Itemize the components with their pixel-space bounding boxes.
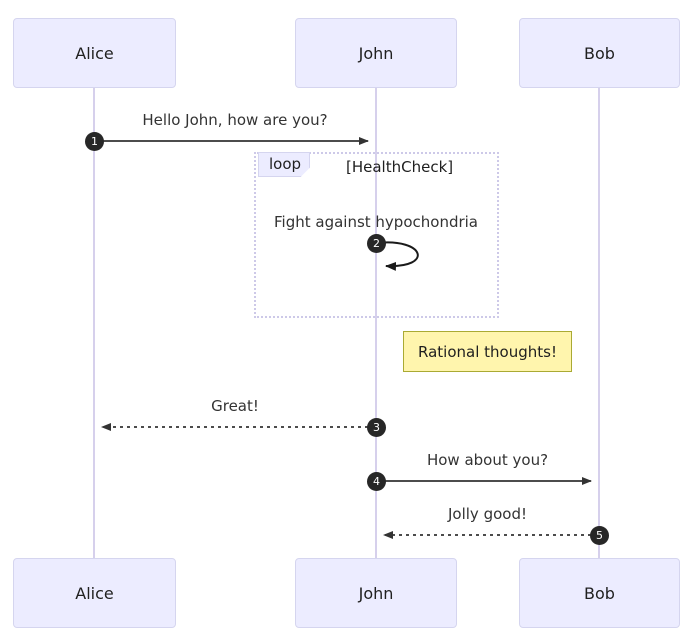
sequence-badge-2: 2: [367, 234, 386, 253]
actor-label-alice-bottom: Alice: [75, 584, 114, 603]
actor-label-alice-top: Alice: [75, 44, 114, 63]
message-label-4: How about you?: [426, 451, 549, 469]
sequence-badge-1: 1: [85, 132, 104, 151]
actor-box-alice-bottom[interactable]: Alice: [13, 558, 176, 628]
loop-fragment-healthcheck[interactable]: [254, 152, 499, 318]
message-label-1: Hello John, how are you?: [142, 111, 328, 129]
actor-box-bob-bottom[interactable]: Bob: [519, 558, 680, 628]
note-rational-thoughts-text: Rational thoughts!: [418, 343, 557, 361]
message-label-5: Jolly good!: [448, 505, 527, 523]
sequence-badge-3: 3: [367, 418, 386, 437]
actor-box-john-top[interactable]: John: [295, 18, 457, 88]
lifeline-alice: [93, 88, 95, 562]
note-rational-thoughts[interactable]: Rational thoughts!: [403, 331, 572, 372]
sequence-badge-4: 4: [367, 472, 386, 491]
actor-label-john-top: John: [358, 44, 394, 63]
actor-box-bob-top[interactable]: Bob: [519, 18, 680, 88]
sequence-badge-5: 5: [590, 526, 609, 545]
message-label-3: Great!: [211, 397, 259, 415]
loop-fragment-title: [HealthCheck]: [346, 158, 454, 176]
actor-label-john-bottom: John: [358, 584, 394, 603]
lifeline-bob: [598, 88, 600, 562]
actor-label-bob-bottom: Bob: [584, 584, 615, 603]
actor-label-bob-top: Bob: [584, 44, 615, 63]
loop-fragment-tag: loop: [258, 152, 310, 177]
lifeline-john: [375, 88, 377, 562]
message-label-2: Fight against hypochondria: [274, 213, 478, 231]
actor-box-john-bottom[interactable]: John: [295, 558, 457, 628]
actor-box-alice-top[interactable]: Alice: [13, 18, 176, 88]
